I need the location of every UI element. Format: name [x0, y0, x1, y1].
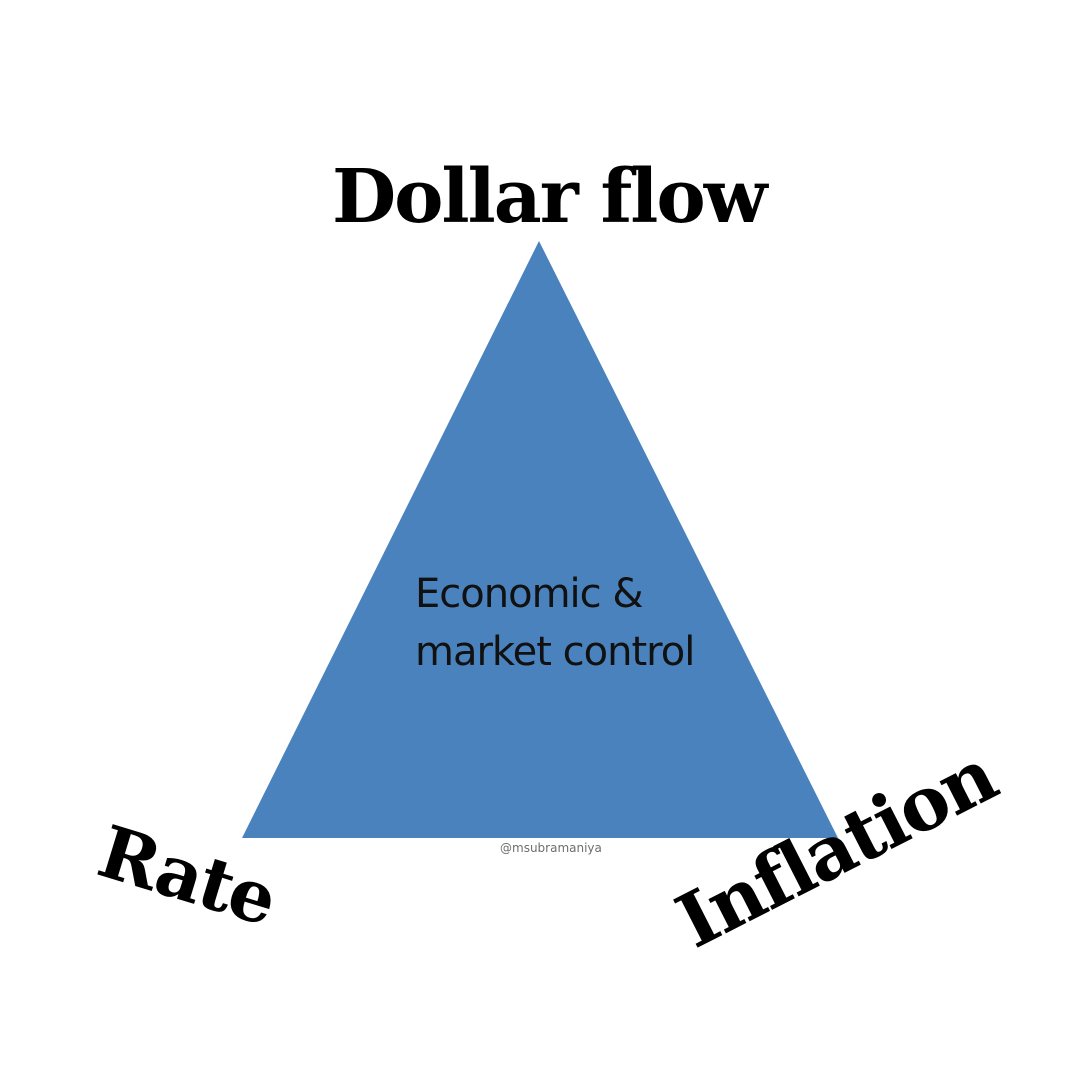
center-text-line-2: market control	[415, 629, 695, 675]
triangle-shape	[242, 241, 838, 838]
center-text: Economic & market control	[415, 565, 695, 681]
center-text-line-1: Economic &	[415, 571, 644, 617]
label-dollar-flow: Dollar flow	[332, 154, 767, 240]
watermark-credit: @msubramaniya	[500, 841, 602, 855]
